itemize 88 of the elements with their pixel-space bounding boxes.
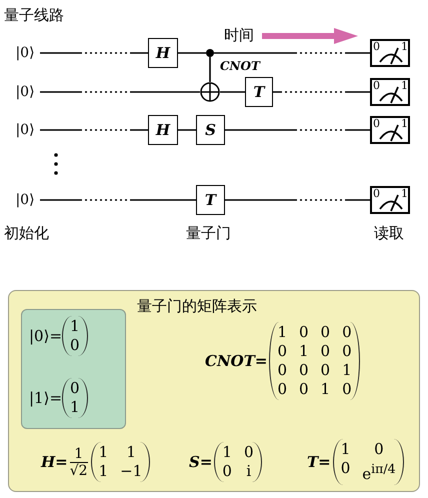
- matrix-entry: 1: [320, 380, 330, 399]
- matrix-entry: 0: [299, 323, 309, 342]
- gate-label: T: [253, 83, 265, 101]
- matrix-entry: 0: [340, 459, 350, 479]
- gate-label: H: [156, 121, 170, 139]
- digit-label: 1: [401, 40, 408, 53]
- gate-box: [245, 77, 273, 107]
- quantum-wire: [40, 91, 200, 93]
- digit-label: 0: [373, 40, 380, 53]
- matrix-entry: 1: [222, 443, 232, 462]
- section-label: 量子门: [186, 224, 231, 243]
- cnot-connector: [209, 57, 211, 82]
- matrix-entry: 1: [98, 462, 108, 481]
- matrix-entry: 0: [320, 361, 330, 380]
- control-dot: [206, 49, 214, 57]
- ket-label: |0⟩: [10, 190, 40, 210]
- matrix-entry: 1: [340, 440, 350, 459]
- panel-heading: 量子门的矩阵表示: [137, 297, 257, 316]
- time-label: 时间: [224, 26, 254, 45]
- equation-label: S=: [189, 453, 212, 471]
- gate-label: T: [204, 191, 216, 209]
- gate-box: [148, 115, 178, 145]
- quantum-wire: [273, 91, 370, 93]
- ket-label: |0⟩: [10, 82, 40, 102]
- gate-name-label: CNOT: [220, 59, 260, 73]
- gate-label: H: [156, 44, 170, 62]
- matrix-entry: 1: [70, 398, 80, 417]
- matrix-entry: 0: [70, 336, 80, 355]
- matrix-entry: 0: [342, 323, 352, 342]
- ket-label: |0⟩: [10, 43, 40, 63]
- matrix-entry: 0: [277, 342, 287, 361]
- equation-label: T=: [307, 453, 331, 471]
- quantum-wire: [225, 129, 370, 131]
- digit-label: 0: [373, 187, 380, 200]
- matrix-entry: 1: [299, 342, 309, 361]
- gate-box: [196, 185, 225, 215]
- quantum-wire: [214, 52, 370, 54]
- matrix-entry: 1: [98, 443, 108, 462]
- matrix-entry: 0: [373, 440, 385, 459]
- matrix-entry: 0: [244, 443, 254, 462]
- equation-label: |0⟩=: [29, 327, 62, 345]
- matrix-entry: e$^{iπ/4}$: [362, 460, 396, 484]
- digit-label: 1: [401, 187, 408, 200]
- matrix-entry: 1: [70, 317, 80, 336]
- measurement-box: [370, 78, 410, 106]
- measurement-box: [370, 39, 410, 67]
- matrix-entry: 0: [320, 342, 330, 361]
- section-label: 读取: [374, 224, 404, 243]
- ket-label: |0⟩: [10, 120, 40, 140]
- quantum-wire: [178, 52, 206, 54]
- quantum-wire: [220, 91, 245, 93]
- matrix-entry: 0: [277, 380, 287, 399]
- matrix-entry: 0: [70, 379, 80, 398]
- matrix-entry: 0: [299, 380, 309, 399]
- measurement-box: [370, 116, 410, 144]
- matrix-entry: 1: [277, 323, 287, 342]
- equation-label: H=: [41, 453, 68, 471]
- fraction-numerator: 1: [74, 446, 84, 462]
- section-label: 初始化: [4, 224, 49, 243]
- quantum-wire: [178, 129, 196, 131]
- fraction-denominator: √2: [70, 462, 88, 478]
- matrix-entry: 0: [277, 361, 287, 380]
- matrix-entry: 1: [125, 443, 137, 462]
- quantum-wire: [40, 129, 148, 131]
- matrix-entry: 0: [320, 323, 330, 342]
- diagram-title: 量子线路: [4, 6, 64, 25]
- digit-label: 1: [401, 117, 408, 130]
- equation-label: CNOT=: [205, 352, 268, 370]
- matrix-entry: 0: [299, 361, 309, 380]
- quantum-wire: [40, 52, 148, 54]
- matrix-entry: 1: [342, 361, 352, 380]
- measurement-box: [370, 186, 410, 214]
- gate-label: S: [205, 121, 216, 139]
- quantum-wire: [225, 199, 370, 201]
- digit-label: 0: [373, 117, 380, 130]
- digit-label: 1: [401, 79, 408, 92]
- gate-box: [196, 115, 225, 145]
- equation-label: |1⟩=: [29, 389, 62, 407]
- matrix-entry: 0: [342, 380, 352, 399]
- matrix-panel: [8, 290, 420, 492]
- state-vector-panel: [21, 309, 126, 429]
- matrix-entry: −1: [120, 462, 142, 481]
- digit-label: 0: [373, 79, 380, 92]
- matrix-entry: 0: [222, 462, 232, 481]
- matrix-entry: 0: [342, 342, 352, 361]
- matrix-entry: i: [245, 462, 252, 481]
- quantum-wire: [40, 199, 196, 201]
- gate-box: [148, 38, 178, 68]
